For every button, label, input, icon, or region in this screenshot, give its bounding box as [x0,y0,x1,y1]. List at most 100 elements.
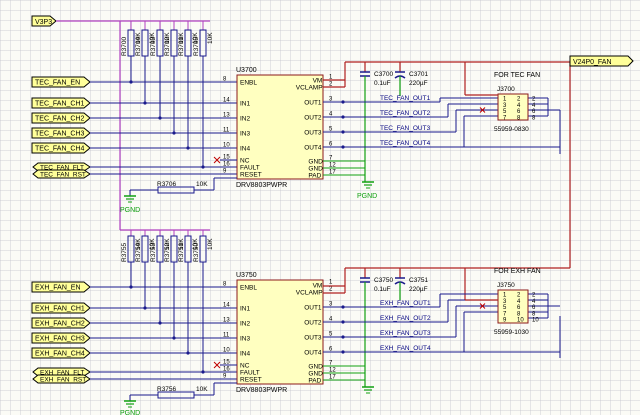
ic-pin-name: PAD [308,173,321,180]
v24-port-label: V24P0_FAN [573,59,612,66]
ic-pin-num: 1 [329,75,333,81]
port-exh_ch2[interactable]: EXH_FAN_CH2 [31,317,91,329]
res-ref: R3755 [121,242,128,262]
resistor-r3756[interactable]: R3756 10K [129,382,237,401]
conn-pin-num: 9 [503,318,507,324]
connector-j3700[interactable]: FOR TEC FAN J3700 55959-0830 [494,72,540,133]
ic-pin-num: 9 [223,169,227,175]
capacitor-c3750[interactable]: C3750 0.1uF [360,277,394,387]
capacitor-c3751[interactable]: C3751 220µF [394,277,429,300]
port-tec_ch4[interactable]: TEC_FAN_CH4 [31,142,91,154]
tec-output-nets: TEC_FAN_OUT1TEC_FAN_OUT2TEC_FAN_OUT3TEC_… [341,95,560,149]
res-ref: R3700 [121,36,128,56]
port-exh_ch3[interactable]: EXH_FAN_CH3 [31,332,91,344]
res-ref: R3705 [193,36,200,56]
v24-port[interactable] [569,55,634,67]
connector-j3750[interactable]: FOR EXH FAN J3750 55959-1030 [494,268,541,336]
c3700-val: 0.1uF [374,80,391,87]
port-label-exh_ch3: EXH_FAN_CH3 [35,336,85,343]
conn-pin-num: 8 [517,311,521,317]
port-exh_en[interactable]: EXH_FAN_EN [31,281,91,293]
ic-pin-name: FAULT [240,165,260,172]
port-tec_ch1[interactable]: TEC_FAN_CH1 [31,97,91,109]
res-val: 10K [192,32,199,44]
ic-pin-num: 16 [223,162,230,168]
v3p3-port[interactable] [31,15,57,27]
port-label-tec_ch2: TEC_FAN_CH2 [35,116,85,123]
res-ref: R3704 [135,36,142,56]
pgnd-label-1: PGND [120,207,140,214]
ic-pin-num: 8 [223,77,227,83]
res-ref: R3752 [164,242,171,262]
conn-pin-num: 10 [517,318,524,324]
ic-pin-name: GND [308,371,323,378]
ic-pin-name: IN1 [240,306,251,313]
output-net-label: TEC_FAN_OUT4 [380,140,431,147]
port-tec_en[interactable]: TEC_FAN_EN [31,76,91,88]
tec-input-ports: TEC_FAN_EN TEC_FAN_CH1TEC_FAN_CH2TEC_FAN_… [31,76,237,179]
conn-pin-num-outer: 4 [532,103,536,109]
conn-pin-num: 4 [517,103,521,109]
port-label-exh_en: EXH_FAN_EN [35,285,81,292]
ic-u3700[interactable]: U3700 DRV8803PWPR [236,67,324,189]
ic-pin-num: 11 [223,128,230,134]
port-exh_rst[interactable]: EXH_FAN_RST [32,374,91,384]
port-tec_rst[interactable]: TEC_FAN_RST [32,169,91,179]
conn-pin-num: 5 [503,305,507,311]
ic-pin-num: 5 [329,332,333,338]
ic-pin-num: 13 [223,113,230,119]
resistor-r3706[interactable]: R3706 10K [129,177,237,196]
pullup-resistor-r3750[interactable]: R3750 10K [193,230,214,374]
res-val: 10K [207,32,214,44]
conn-pin-num: 8 [517,115,521,121]
c3701-val: 220µF [409,80,428,87]
ic-pin-name: IN2 [240,116,251,123]
ic-pin-num: 4 [329,112,333,118]
port-exh_ch1[interactable]: EXH_FAN_CH1 [31,302,91,314]
ic-pin-name: OUT2 [304,320,322,327]
ic-pin-name: VM [313,78,323,85]
port-label-tec_ch1: TEC_FAN_CH1 [35,101,85,108]
conn-pin-num: 2 [517,293,521,299]
port-exh_ch4[interactable]: EXH_FAN_CH4 [31,347,91,359]
res-val: 10K [164,238,171,250]
pgnd-label-4: PGND [120,410,140,415]
pgnd-symbol-1: PGND [120,195,140,214]
ic-pin-num: 6 [329,142,333,148]
port-label-tec_en: TEC_FAN_EN [35,80,80,87]
port-tec_ch2[interactable]: TEC_FAN_CH2 [31,112,91,124]
ic-u3750[interactable]: U3750 DRV8803PWPR [236,272,324,394]
j3750-ref: J3750 [497,282,515,289]
capacitor-c3701[interactable]: C3701 220µF [394,71,429,96]
ic-pin-name: IN1 [240,101,251,108]
ic-pin-name: RESET [240,377,262,384]
res-ref: R3750 [193,242,200,262]
ic-pin-num: 11 [223,333,230,339]
conn-pin-num: 7 [503,311,507,317]
r3756-val: 10K [196,386,208,393]
capacitor-c3700[interactable]: C3700 0.1uF [360,71,394,182]
conn-pin-num-outer: 2 [532,97,536,103]
port-label-tec_flt: TEC_FAN_FLT [40,165,84,172]
port-tec_ch3[interactable]: TEC_FAN_CH3 [31,127,91,139]
port-label-exh_rst: EXH_FAN_RST [40,377,86,384]
conn-pin-num: 1 [503,293,507,299]
res-val: 10K [207,238,214,250]
ic-pin-name: OUT4 [304,145,322,152]
port-label-exh_ch1: EXH_FAN_CH1 [35,306,85,313]
res-ref: R3754 [135,242,142,262]
res-val: 10K [178,32,185,44]
